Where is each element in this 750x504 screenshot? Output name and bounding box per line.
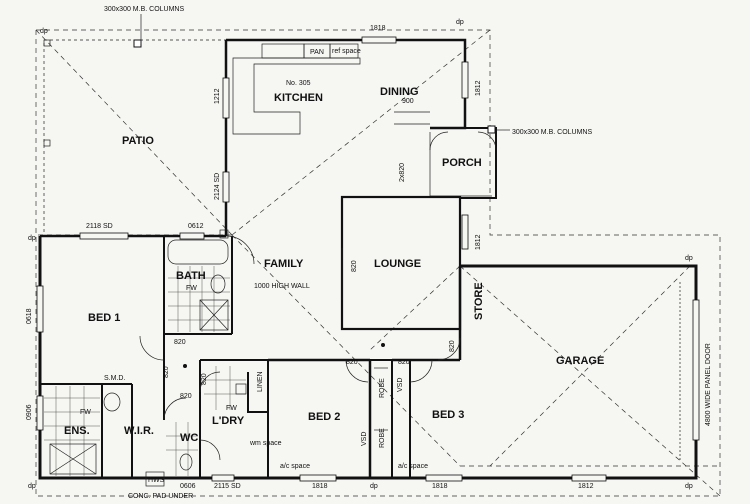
note-robe-bed3: ROBE: [379, 428, 386, 448]
room-label-bed1: BED 1: [88, 312, 120, 324]
room-label-family: FAMILY: [264, 258, 304, 270]
room-label-store: STORE: [473, 282, 485, 320]
dim-ldry-820: 820: [201, 373, 208, 385]
dim-left-0618: 0618: [26, 308, 33, 324]
note-vsd-bed2: VSD: [361, 432, 368, 446]
room-label-garage: GARAGE: [556, 355, 604, 367]
fixtures: [43, 14, 510, 487]
room-label-bed2: BED 2: [308, 411, 340, 423]
room-label-dining: DINING: [380, 86, 419, 98]
dim-bed2-820: 820: [346, 359, 358, 366]
dim-bottom-2115: 2115 SD: [214, 483, 241, 490]
note-dp-5: dp: [685, 255, 693, 262]
note-vsd-bed3: VSD: [397, 378, 404, 392]
note-dp-7: dp: [370, 483, 378, 490]
note-linen: LINEN: [257, 371, 264, 392]
dim-porch-2x820: 2x820: [399, 163, 406, 182]
dim-left-0906: 0906: [26, 404, 33, 420]
note-dp-3: dp: [28, 483, 36, 490]
room-label-kitchen: KITCHEN: [274, 92, 323, 104]
dim-wc-820: 820: [180, 393, 192, 400]
note-dp-4: dp: [456, 19, 464, 26]
dim-bottom-0606: 0606: [180, 483, 196, 490]
note-columns-right: 300x300 M.B. COLUMNS: [512, 129, 592, 136]
dim-bottom-1812: 1812: [578, 483, 594, 490]
note-conc-pad: CONC. PAD UNDER: [128, 493, 193, 500]
room-label-wir: W.I.R.: [124, 425, 154, 437]
walls: [38, 38, 698, 480]
dim-lounge-820: 820: [351, 260, 358, 272]
room-label-bed3: BED 3: [432, 409, 464, 421]
dim-bottom-1818a: 1818: [312, 483, 328, 490]
room-label-ldry: L'DRY: [212, 415, 245, 427]
note-robe-bed2: ROBE: [379, 378, 386, 398]
dim-right-1812-mid: 1812: [475, 234, 482, 250]
note-pantry: PAN: [310, 49, 324, 56]
note-ac-space-1: a/c space: [280, 463, 310, 470]
note-high-wall: 1000 HIGH WALL: [254, 283, 310, 290]
room-label-porch: PORCH: [442, 157, 482, 169]
note-panel-door: 4800 WIDE PANEL DOOR: [705, 343, 712, 426]
dim-bottom-1818b: 1818: [432, 483, 448, 490]
dim-patio-2118: 2118 SD: [86, 223, 113, 230]
note-dp-1: dp: [40, 28, 48, 35]
room-label-ens: ENS.: [64, 425, 90, 437]
note-kitchen-number: No. 305: [286, 80, 311, 87]
dim-bed1-820: 820: [163, 366, 170, 378]
dim-bath-820: 820: [174, 339, 186, 346]
dim-patio-0612: 0612: [188, 223, 204, 230]
room-label-patio: PATIO: [122, 135, 154, 147]
dim-dining-900: 900: [402, 98, 414, 105]
dim-store-820: 820: [449, 340, 456, 352]
dim-top-1818: 1818: [370, 25, 386, 32]
note-dp-2: dp: [28, 235, 36, 242]
note-dp-6: dp: [685, 483, 693, 490]
dim-patio-2124: 2124 SD: [214, 173, 221, 200]
note-hws: HWS: [148, 477, 165, 484]
room-label-lounge: LOUNGE: [374, 258, 421, 270]
dim-bed3-820: 820: [398, 359, 410, 366]
note-fw-bath: FW: [186, 285, 197, 292]
note-ac-space-2: a/c space: [398, 463, 428, 470]
dimension-labels: 1818 1812 1212 2124 SD 900 2x820 1812 21…: [26, 25, 594, 490]
note-wm-space: wm space: [249, 440, 282, 447]
note-smd: S.M.D.: [104, 375, 125, 382]
room-label-wc: WC: [180, 432, 198, 444]
note-columns-top: 300x300 M.B. COLUMNS: [104, 6, 184, 13]
note-ref-space: ref space: [332, 48, 361, 55]
doors: [139, 131, 497, 461]
windows: [36, 36, 700, 482]
room-labels: PATIO KITCHEN DINING PORCH FAMILY LOUNGE…: [64, 86, 604, 444]
note-fw-laundry: FW: [226, 405, 237, 412]
room-label-bath: BATH: [176, 270, 206, 282]
note-fw-ensuite: FW: [80, 409, 91, 416]
annotations: 300x300 M.B. COLUMNS 300x300 M.B. COLUMN…: [28, 6, 712, 500]
dim-right-1812-top: 1812: [475, 80, 482, 96]
dim-kitchen-1212: 1212: [214, 88, 221, 104]
